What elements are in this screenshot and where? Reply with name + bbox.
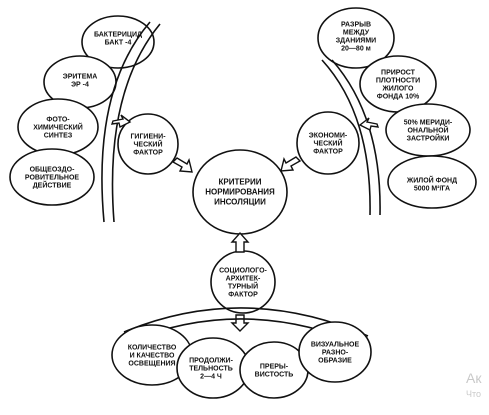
economic-in-arrow — [358, 117, 380, 132]
hygienic-factor-bubble — [117, 113, 179, 175]
bactericide-bubble — [81, 15, 155, 69]
hygienic-to-center-arrow — [171, 157, 193, 173]
economic-group — [280, 7, 477, 216]
economic-arc-outer — [321, 59, 371, 216]
gap-between-buildings-bubble — [317, 7, 395, 69]
hygienic-arc-inner — [111, 23, 161, 223]
socio-to-center-arrow — [230, 231, 250, 253]
hygienic-arc-outer — [101, 21, 151, 223]
watermark-line-1: Ак — [466, 370, 482, 386]
socio-in-arrow — [230, 314, 250, 332]
housing-stock-bubble — [387, 155, 477, 209]
economic-factor-bubble — [296, 111, 360, 175]
socio-item-label: ПРЕРЫ-ВИСТОСТЬ — [255, 364, 294, 379]
visual-diversity-bubble — [298, 321, 372, 383]
economic-to-center-arrow — [280, 156, 302, 172]
general-health-bubble — [9, 148, 95, 206]
hygienic-in-arrow — [110, 114, 132, 129]
socio-group — [111, 231, 372, 399]
hygienic-group — [9, 15, 193, 223]
watermark-line-2: Что — [466, 389, 482, 399]
